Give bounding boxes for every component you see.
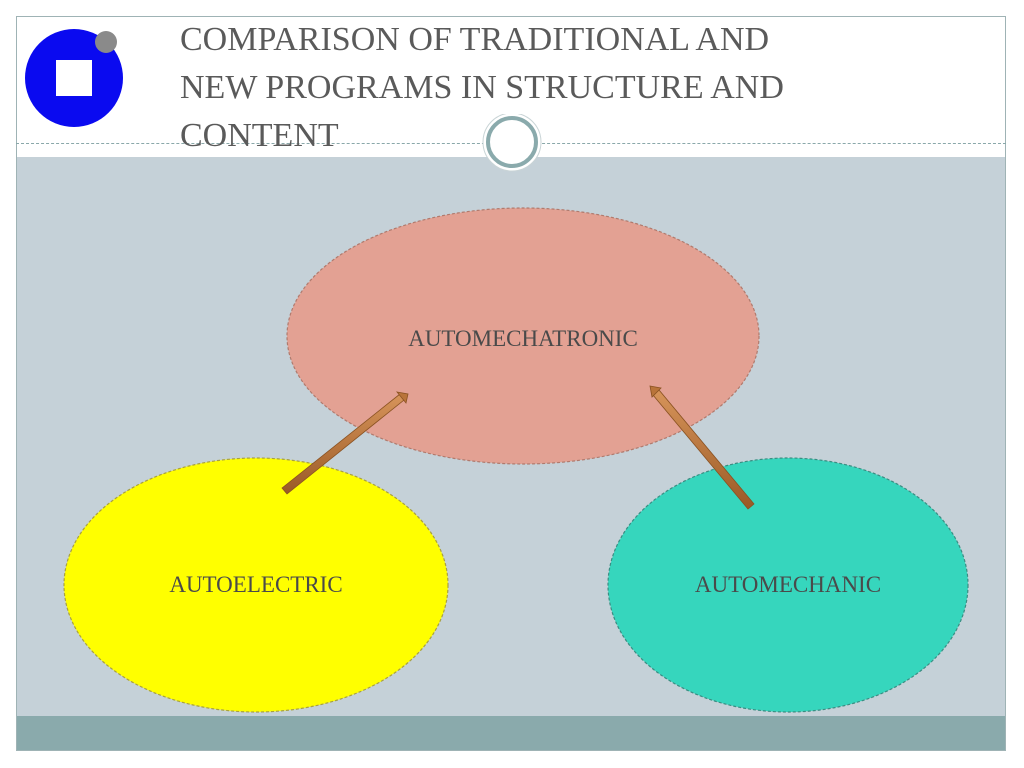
logo-square bbox=[56, 60, 92, 96]
arrow-automechanic-to-automechatronic bbox=[649, 385, 755, 510]
title-line-2: NEW PROGRAMS IN STRUCTURE AND bbox=[180, 69, 784, 106]
node-automechanic bbox=[607, 457, 969, 713]
title-line-3: CONTENT bbox=[180, 117, 339, 154]
title-line-1: COMPARISON OF TRADITIONAL AND bbox=[180, 21, 770, 58]
node-label-automechanic: AUTOMECHANIC bbox=[695, 572, 881, 597]
arrow-autoelectric-to-automechatronic bbox=[281, 391, 409, 495]
footer-band bbox=[17, 716, 1005, 750]
node-label-automechatronic: AUTOMECHATRONIC bbox=[408, 326, 638, 351]
node-autoelectric bbox=[63, 457, 449, 713]
slide-title: COMPARISON OF TRADITIONAL AND NEW PROGRA… bbox=[180, 16, 940, 160]
title-ornament-icon bbox=[482, 114, 542, 172]
node-label-autoelectric: AUTOELECTRIC bbox=[169, 572, 342, 597]
logo-dot bbox=[95, 31, 117, 53]
institution-logo-icon bbox=[25, 29, 123, 127]
